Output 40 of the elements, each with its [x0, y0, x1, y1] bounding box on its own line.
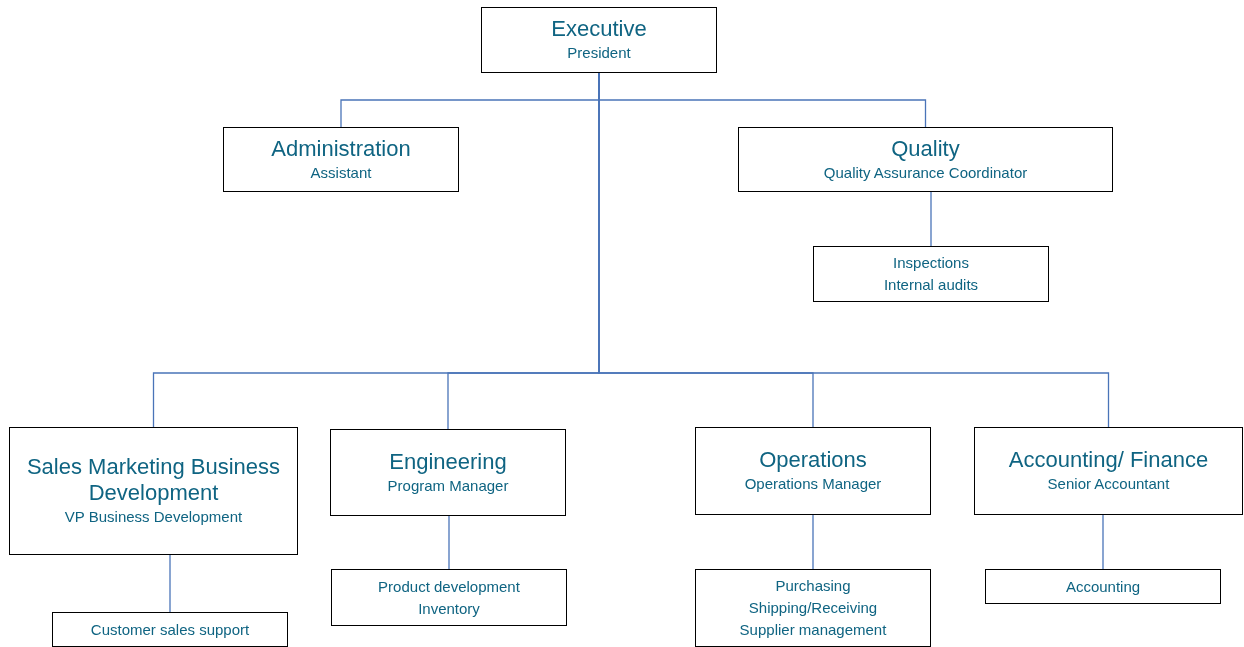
department-name: Sales Marketing Business Development [25, 454, 282, 506]
org-box [223, 127, 459, 192]
org-box [985, 569, 1221, 604]
role-text: Quality Assurance Coordinator [823, 162, 1028, 183]
role-text: Senior Accountant [1047, 474, 1170, 494]
org-box [330, 429, 566, 516]
role-text: Inspections [893, 253, 969, 273]
role-text: VP Business Development [64, 507, 243, 527]
org-box [331, 569, 567, 626]
role-text: Operations Manager [744, 474, 882, 494]
role-text: Product development [378, 576, 520, 597]
role-text: Program Manager [387, 475, 509, 496]
department-name: Executive [551, 16, 647, 42]
role-text: Internal audits [883, 275, 979, 295]
org-box [813, 246, 1049, 302]
connector-line [169, 554, 171, 613]
role-text: President [567, 43, 631, 63]
org-box [974, 427, 1243, 515]
department-name: Administration [271, 135, 411, 162]
org-box [738, 127, 1113, 192]
role-text: Assistant [310, 162, 372, 183]
role-text: Customer sales support [90, 619, 250, 640]
connector-line [1102, 514, 1104, 570]
connector-line [812, 514, 814, 570]
connector-line [930, 191, 932, 247]
org-box [52, 612, 288, 647]
role-text: Shipping/Receiving [748, 598, 878, 618]
role-text: Accounting [1065, 576, 1141, 597]
role-text: Supplier management [739, 620, 887, 640]
role-text: Purchasing [775, 576, 851, 596]
department-name: Quality [891, 135, 960, 162]
org-box [9, 427, 298, 555]
department-name: Engineering [389, 448, 507, 475]
org-box [695, 427, 931, 515]
department-name: Accounting/ Finance [1008, 447, 1209, 473]
org-box [481, 7, 717, 73]
role-text: Inventory [418, 598, 480, 619]
department-name: Operations [759, 447, 867, 473]
connector-line [448, 515, 450, 570]
org-box [695, 569, 931, 647]
